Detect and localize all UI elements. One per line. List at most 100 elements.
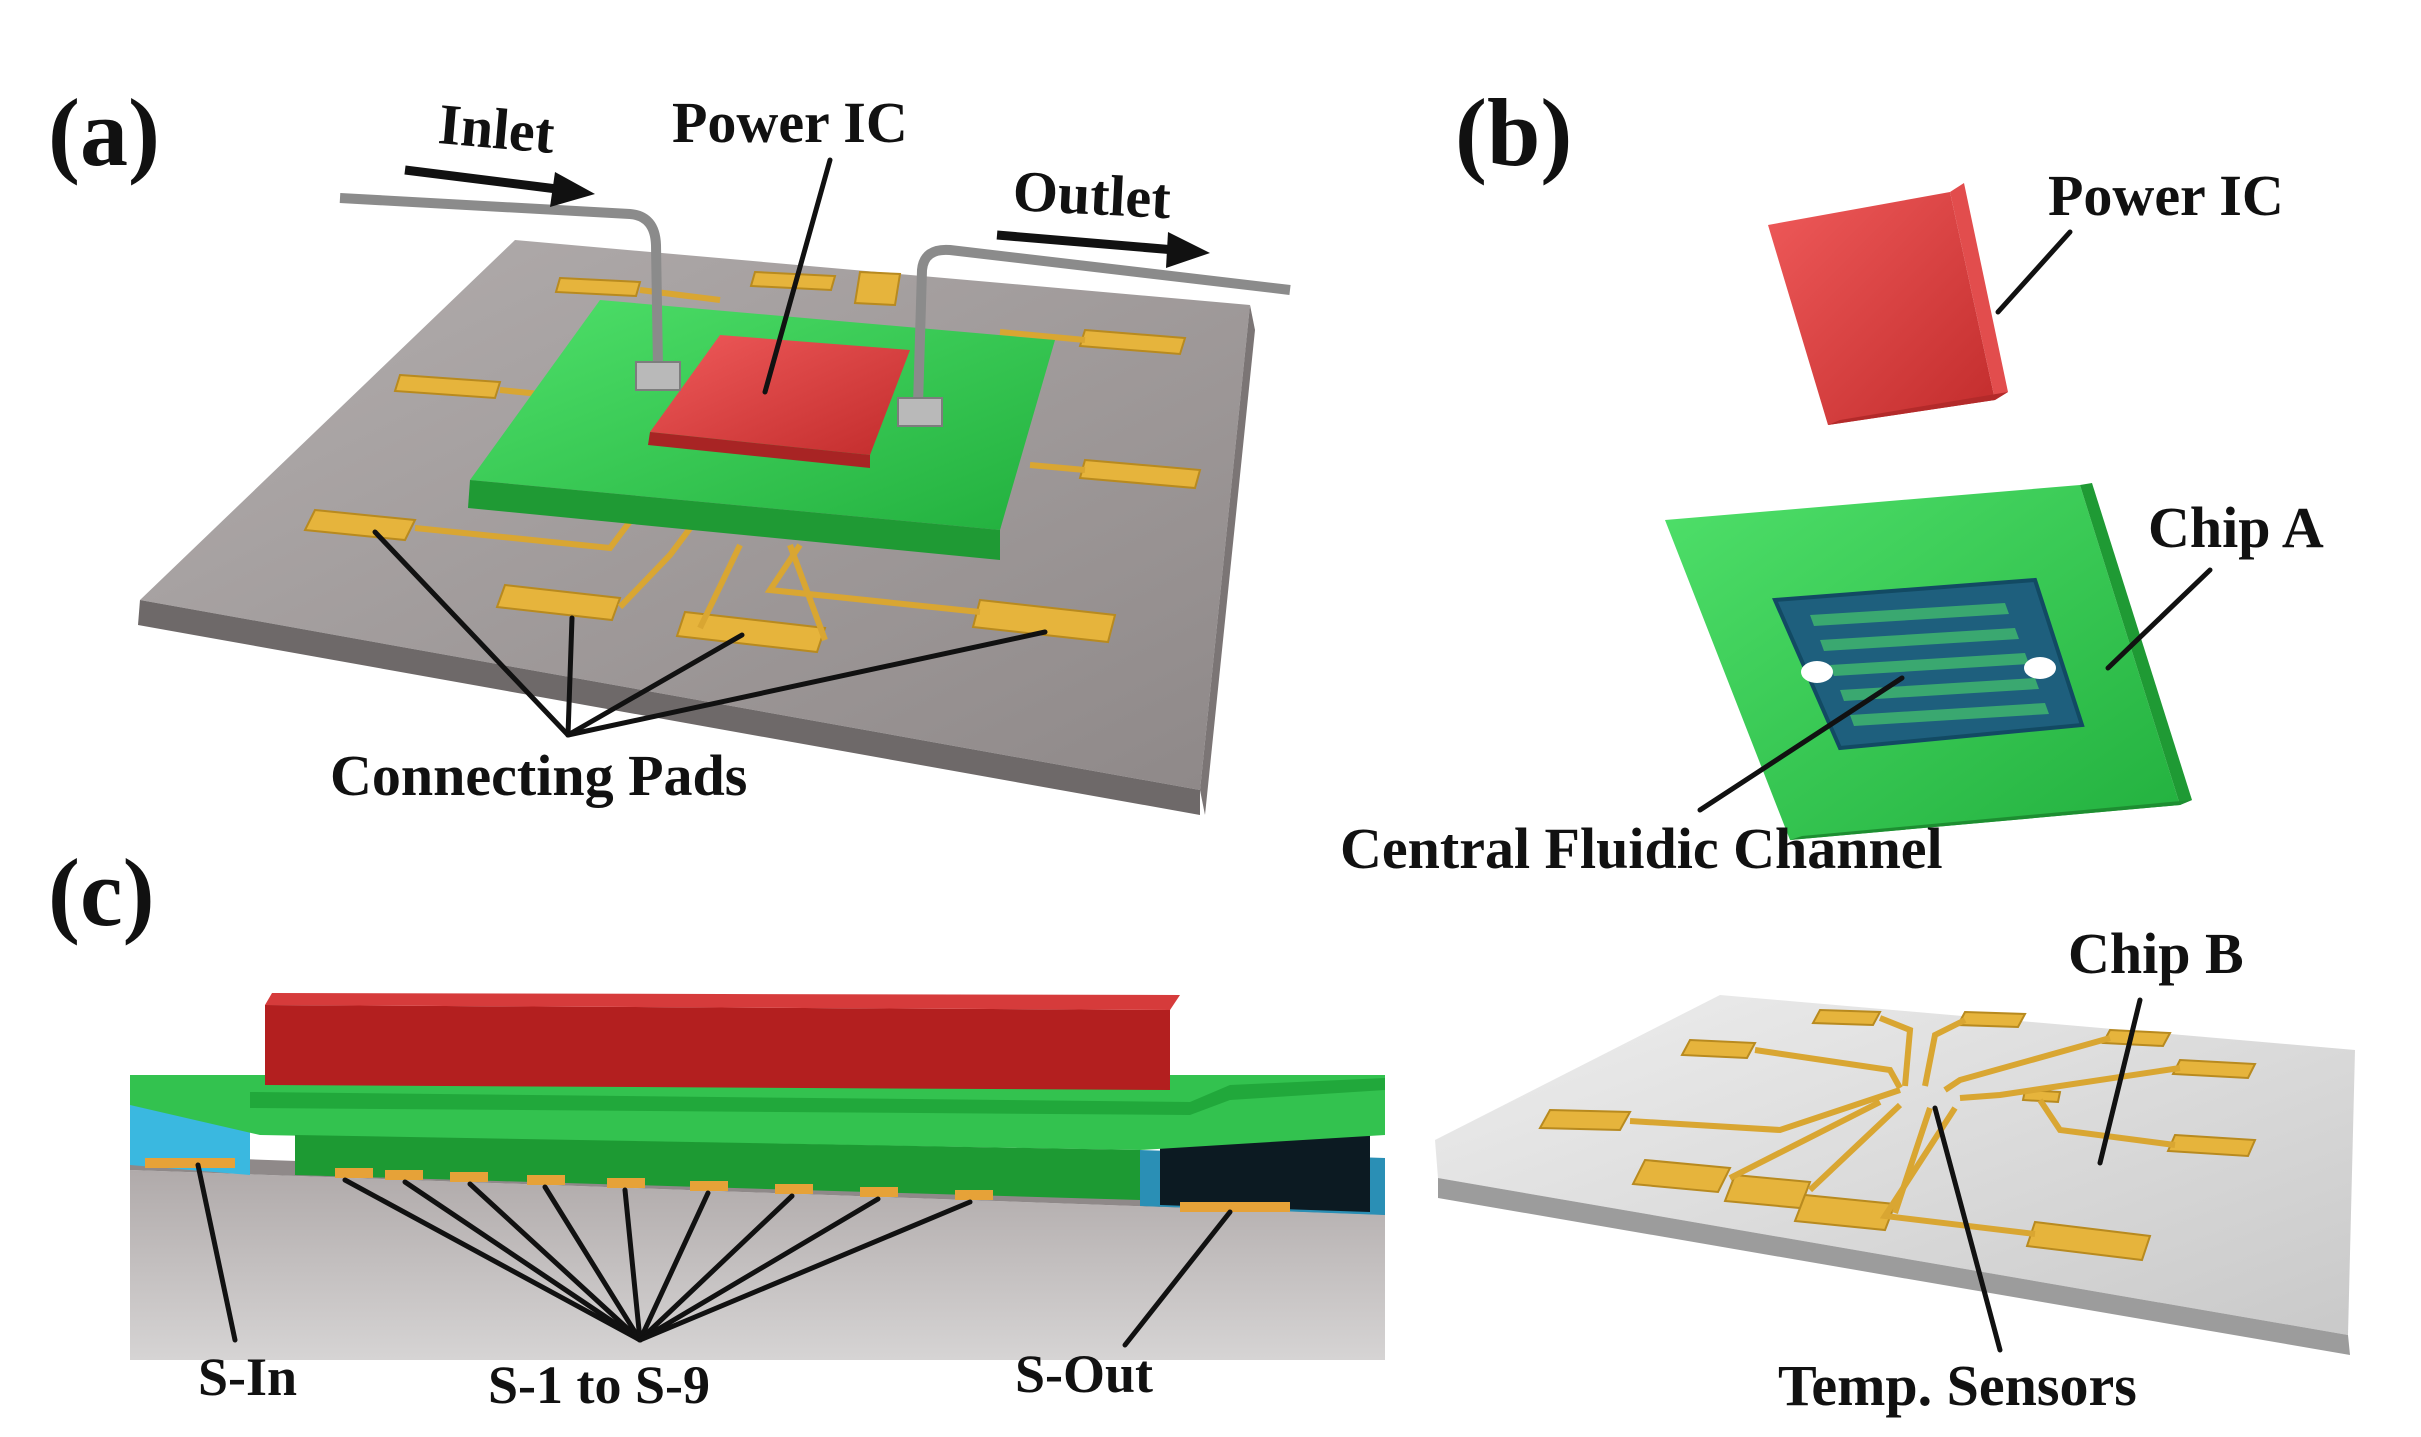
leader-power-ic-a <box>762 157 833 395</box>
trace-b <box>1878 1015 1914 1087</box>
trace-b <box>1807 1102 1903 1193</box>
panel-a-label: (a) <box>48 79 160 186</box>
trace-a <box>697 543 743 630</box>
leader-chip-a <box>2105 567 2213 671</box>
leader-s-4 <box>542 1184 643 1343</box>
sensor-s <box>335 1168 373 1178</box>
channel-fin <box>1820 628 2019 651</box>
power-ic-a-label: Power IC <box>672 90 908 155</box>
panel-b: (b) Power IC Chip A Central Fluidic Chan… <box>1340 79 2324 881</box>
inlet-arrow <box>404 165 595 207</box>
trace-b <box>1754 1047 1903 1090</box>
chip-a-green-edge <box>468 480 1000 560</box>
leader-pads-4 <box>565 629 1048 738</box>
leader-s-1 <box>342 1177 643 1343</box>
pad-a <box>495 583 622 622</box>
outlet-port <box>897 397 943 427</box>
central-channel-label: Central Fluidic Channel <box>1340 816 1943 881</box>
leader-temp-sensors <box>1932 1105 2003 1353</box>
pad-b <box>1631 1158 1732 1194</box>
sensor-s-out <box>1180 1202 1290 1212</box>
cross-green-lip <box>250 1078 1385 1115</box>
pad-b <box>1956 1010 2027 1029</box>
power-ic-b-bottom <box>1828 392 2008 425</box>
leader-pads-3 <box>565 632 745 738</box>
leader-power-ic-b <box>1995 229 2073 315</box>
pad-b <box>1811 1008 1882 1027</box>
chip-a-plate-bottom <box>1790 800 2192 840</box>
temp-sensors-label: Temp. Sensors <box>1778 1353 2137 1418</box>
trace-b <box>1922 1017 1967 1087</box>
trace-b <box>1629 1087 1901 1134</box>
power-ic-c-top <box>265 993 1180 1010</box>
power-ic-a-edge <box>648 432 870 468</box>
trace-a <box>1029 462 1086 473</box>
cross-sensors <box>145 1158 1290 1212</box>
s-out-label: S-Out <box>1015 1344 1153 1404</box>
trace-b <box>1943 1035 2111 1093</box>
leader-pads-2 <box>565 615 575 738</box>
s-range-label: S-1 to S-9 <box>488 1355 710 1415</box>
pad-a <box>393 373 502 400</box>
panel-a: (a) <box>48 79 1291 815</box>
trace-b <box>2037 1098 2176 1148</box>
s-in-label: S-In <box>198 1347 297 1407</box>
channel-fin <box>1840 678 2039 701</box>
cross-green-bottom <box>295 1135 1140 1200</box>
sensor-s <box>527 1175 565 1185</box>
trace-a <box>999 329 1086 343</box>
chip-b-substrate <box>1435 995 2355 1335</box>
pad-b <box>2025 1220 2152 1262</box>
sensor-s <box>450 1172 488 1182</box>
power-ic-b-label: Power IC <box>2048 163 2284 228</box>
channel-fins <box>1810 603 2049 726</box>
pad-b <box>1538 1108 1632 1132</box>
leader-s-9 <box>637 1199 973 1343</box>
sensor-s-in <box>145 1158 235 1168</box>
leader-chip-b <box>2097 997 2143 1166</box>
leader-s-8 <box>637 1196 881 1343</box>
cross-green-top <box>130 1075 1385 1150</box>
leader-s-in <box>195 1162 238 1343</box>
trace-b <box>1728 1099 1882 1181</box>
panel-b-label: (b) <box>1455 79 1572 186</box>
leader-s-2 <box>402 1179 643 1343</box>
power-ic-b-side <box>1950 183 2008 400</box>
pad-b <box>1723 1173 1812 1210</box>
sensor-s <box>775 1184 813 1194</box>
channel-fin <box>1830 653 2029 676</box>
sensor-s <box>607 1178 645 1188</box>
trace-b <box>1879 1106 2036 1237</box>
chip-a-label: Chip A <box>2148 495 2324 560</box>
channel-port-left <box>1801 661 1833 683</box>
pad-b <box>1793 1193 1897 1232</box>
connecting-pads-label: Connecting Pads <box>330 743 747 808</box>
pad-a <box>303 508 417 542</box>
sensor-s <box>690 1181 728 1191</box>
outlet-arrow <box>996 230 1210 268</box>
substrate-a-edge <box>138 600 1200 815</box>
cross-section <box>130 993 1385 1360</box>
sensor-s <box>860 1187 898 1197</box>
leader-s-6 <box>637 1190 711 1343</box>
pads-a <box>303 270 1202 654</box>
sensor-s <box>385 1170 423 1180</box>
inlet-port <box>635 361 681 391</box>
pad-a <box>853 270 902 307</box>
trace-a <box>764 543 981 615</box>
panel-c-label: (c) <box>48 839 155 946</box>
pad-a <box>749 270 837 292</box>
panel-c: (c) <box>48 839 2355 1418</box>
pad-b <box>2101 1028 2172 1048</box>
leader-pads-1 <box>372 529 571 738</box>
channel-port-right <box>2024 657 2056 679</box>
substrate-a-side <box>1200 305 1255 815</box>
chip-b <box>1435 995 2355 1355</box>
channel-fin <box>1810 603 2009 626</box>
cavity-dark <box>1160 1135 1370 1212</box>
inlet-label: Inlet <box>436 91 558 166</box>
pad-a <box>554 276 642 298</box>
leader-channel <box>1697 675 1905 813</box>
chip-b-label: Chip B <box>2068 921 2244 986</box>
